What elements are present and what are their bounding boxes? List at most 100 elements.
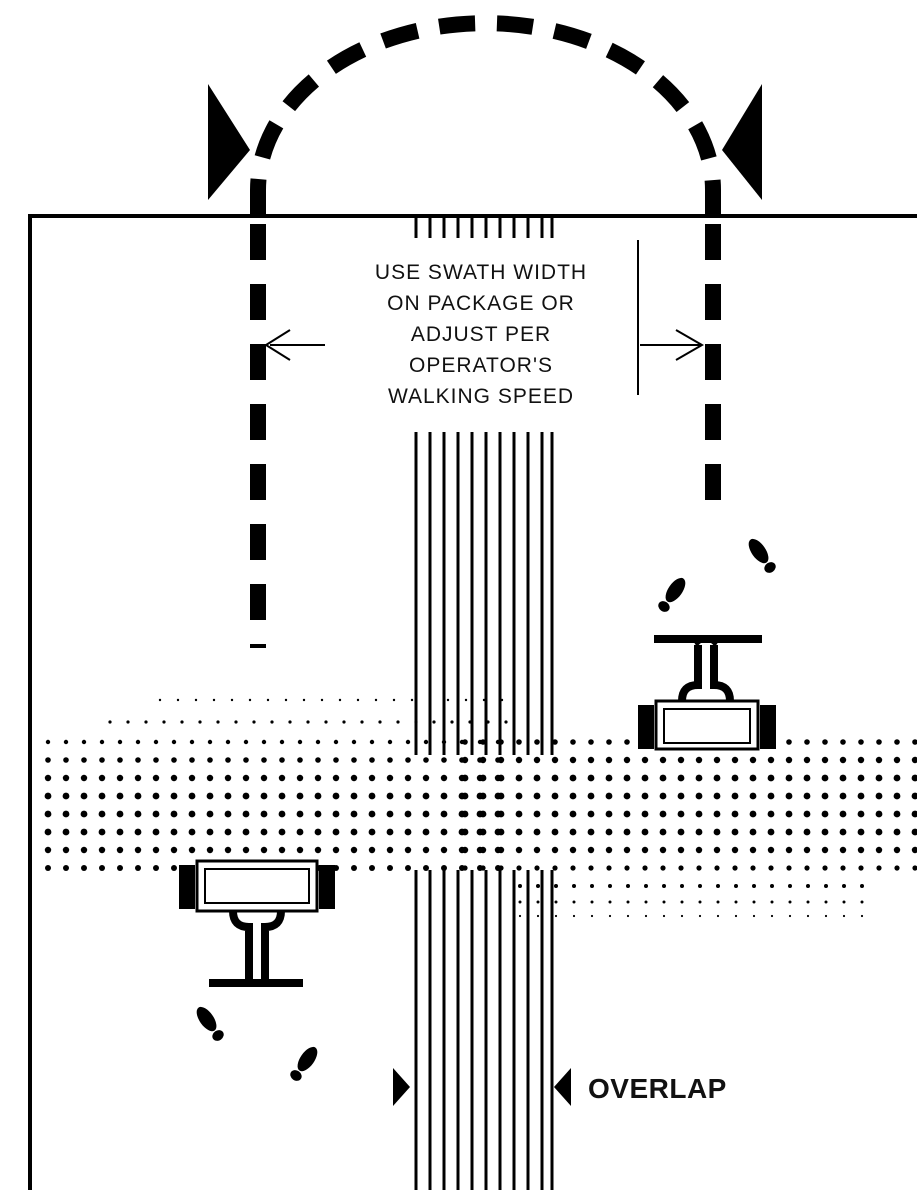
spread-dot xyxy=(735,915,737,917)
spread-dot xyxy=(858,739,864,745)
spread-dot xyxy=(387,829,394,836)
spread-dot xyxy=(225,775,231,781)
spread-dot xyxy=(64,740,68,744)
spread-dot xyxy=(570,793,577,800)
spread-dot xyxy=(912,829,917,836)
spread-dot xyxy=(297,793,304,800)
spread-dot xyxy=(423,793,430,800)
spread-dot xyxy=(717,901,720,904)
spread-dot xyxy=(360,720,363,723)
spread-dot xyxy=(624,775,631,782)
spread-dot xyxy=(177,699,179,701)
spread-dot xyxy=(261,757,267,763)
spread-dot xyxy=(732,757,738,763)
spread-dot xyxy=(213,699,215,701)
spread-dot xyxy=(207,793,214,800)
spread-dot xyxy=(786,757,792,763)
spread-dot xyxy=(768,775,775,782)
spread-dot xyxy=(81,847,87,853)
spread-dot xyxy=(642,865,647,870)
spread-dot xyxy=(681,901,684,904)
spread-dot xyxy=(351,775,357,781)
spread-dot xyxy=(279,847,285,853)
spread-dot xyxy=(135,757,141,763)
spread-dot xyxy=(588,739,594,745)
spread-dot xyxy=(393,699,395,701)
spread-dot xyxy=(876,775,883,782)
spread-dot xyxy=(441,793,448,800)
direction-arrow-icon xyxy=(722,84,762,200)
spread-dot xyxy=(840,739,846,745)
spread-dot xyxy=(894,739,900,745)
spread-dot xyxy=(498,829,505,836)
spread-dot xyxy=(117,775,123,781)
spread-dot xyxy=(423,865,429,871)
spread-dot xyxy=(388,740,392,744)
spread-dot xyxy=(351,757,357,763)
spread-dot xyxy=(63,757,69,763)
spread-dot xyxy=(117,811,124,818)
spread-dot xyxy=(861,915,863,917)
spread-dot xyxy=(534,865,539,870)
instruction-line: ADJUST PER xyxy=(411,323,551,346)
spread-dot xyxy=(786,829,793,836)
spread-dot xyxy=(642,829,649,836)
spread-dot xyxy=(172,740,176,744)
spread-dot xyxy=(81,811,88,818)
spread-dot xyxy=(261,793,268,800)
spread-dot xyxy=(570,811,577,818)
spread-dot xyxy=(590,884,594,888)
spread-dot xyxy=(804,865,809,870)
spread-dot xyxy=(243,847,249,853)
spread-dot xyxy=(462,757,468,763)
spread-dot xyxy=(894,829,901,836)
spread-dot xyxy=(480,847,486,853)
spread-dot xyxy=(660,847,666,853)
spread-dot xyxy=(750,757,756,763)
spread-dot xyxy=(135,775,141,781)
spread-dot xyxy=(267,699,269,701)
spread-dot xyxy=(387,811,394,818)
spread-dot xyxy=(99,865,105,871)
spreader-icon xyxy=(638,639,776,749)
spread-dot xyxy=(244,740,248,744)
spread-dot xyxy=(154,740,158,744)
spread-dot xyxy=(423,757,429,763)
spread-dot xyxy=(171,865,177,871)
spread-dot xyxy=(144,720,147,723)
spread-dot xyxy=(180,720,183,723)
spread-dot xyxy=(279,757,285,763)
spread-dot xyxy=(504,720,507,723)
spread-dot xyxy=(678,847,684,853)
spread-dot xyxy=(207,829,214,836)
spread-dot xyxy=(732,775,739,782)
spread-dot xyxy=(81,757,87,763)
spread-dot xyxy=(804,739,810,745)
spread-dot xyxy=(714,829,721,836)
spread-dot xyxy=(81,865,87,871)
spread-dot xyxy=(99,811,106,818)
spread-dot xyxy=(608,884,612,888)
spread-dot xyxy=(315,757,321,763)
spread-dot xyxy=(153,865,159,871)
spread-dot xyxy=(285,699,287,701)
spread-dot xyxy=(627,915,629,917)
spread-dot xyxy=(678,829,685,836)
spread-dot xyxy=(750,865,755,870)
spread-dot xyxy=(207,811,214,818)
spread-dot xyxy=(624,757,630,763)
spread-dot xyxy=(226,740,230,744)
spread-dot xyxy=(279,811,286,818)
spread-dot xyxy=(534,793,541,800)
spread-dot xyxy=(698,884,702,888)
spread-dot xyxy=(315,829,322,836)
spread-dot xyxy=(588,865,593,870)
spread-dot xyxy=(249,699,251,701)
spread-dot xyxy=(198,720,201,723)
spread-dot xyxy=(450,720,453,723)
spread-dot xyxy=(63,865,69,871)
spread-dot xyxy=(243,829,250,836)
spread-dot xyxy=(840,793,847,800)
spread-dot xyxy=(552,865,557,870)
spread-dot xyxy=(225,793,232,800)
